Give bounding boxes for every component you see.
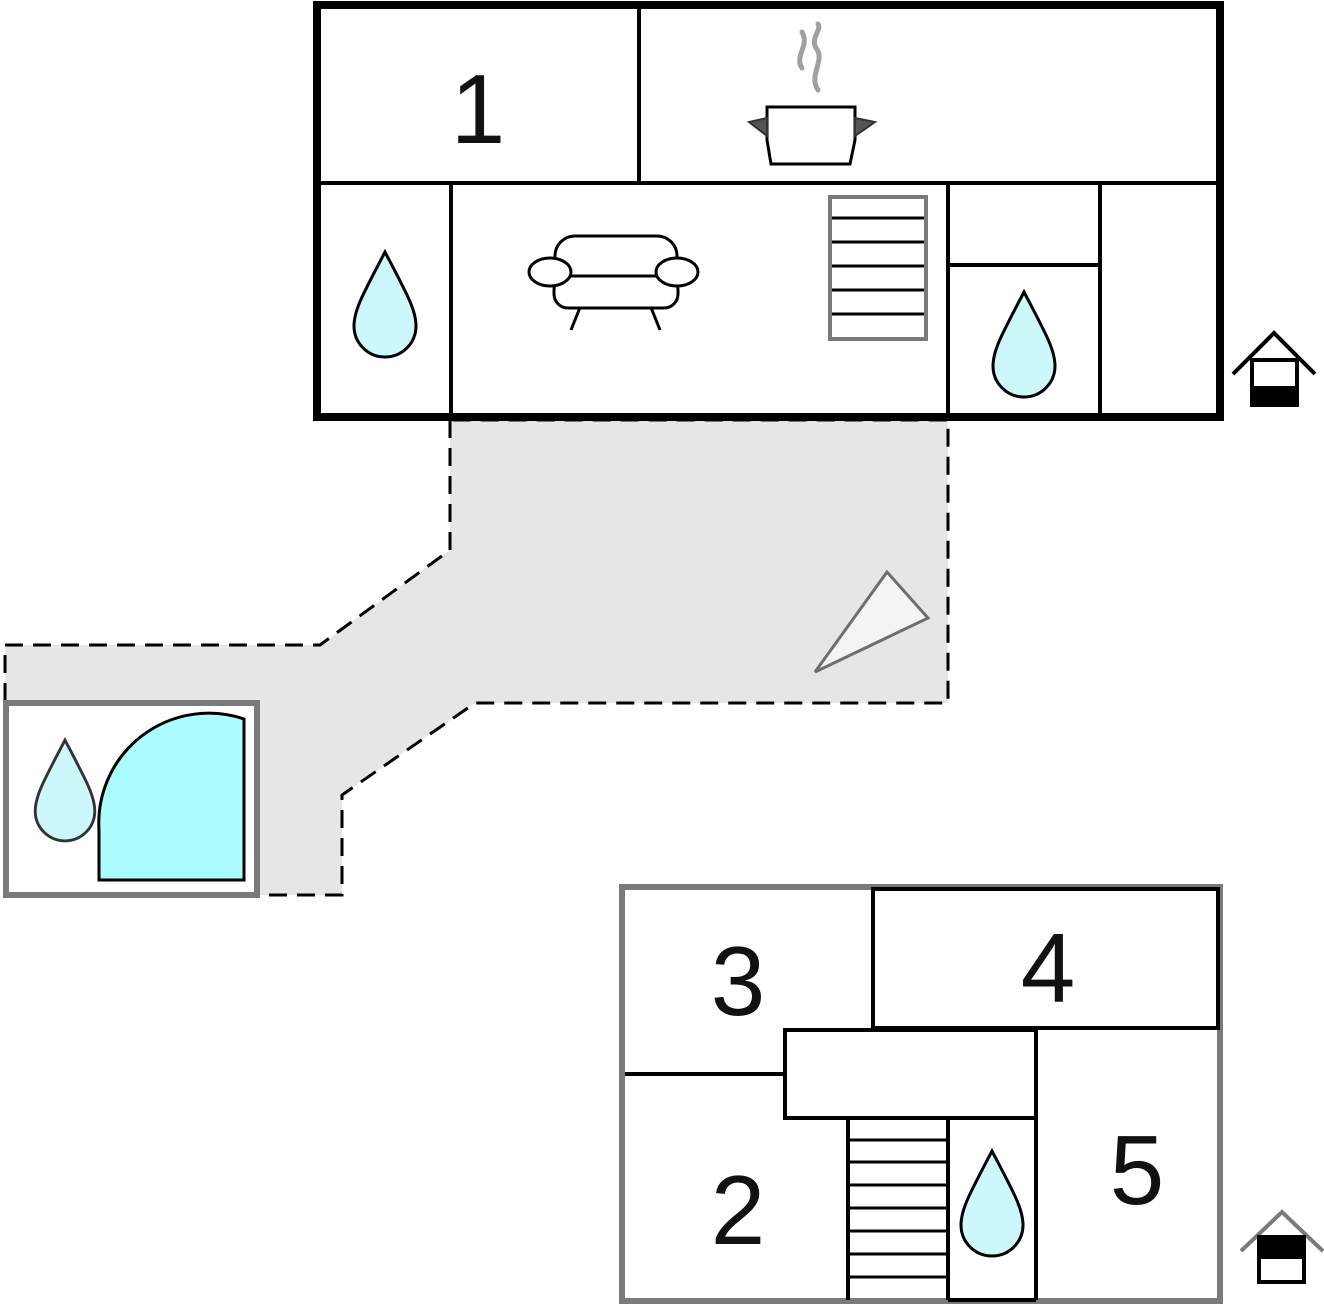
kitchen-pot-icon	[746, 21, 878, 166]
room-number-3: 3	[711, 926, 766, 1036]
room-number-4: 4	[1021, 913, 1076, 1023]
room-number-5: 5	[1110, 1115, 1165, 1225]
stairs-icon	[828, 195, 928, 341]
annex-bathroom	[3, 700, 260, 898]
ground-floor: 1	[313, 1, 1224, 421]
shower-icon	[97, 711, 246, 882]
upper-floor: 3 4 2 5	[619, 884, 1223, 1304]
house-ground-floor-icon	[1231, 330, 1317, 407]
room-number-1: 1	[451, 54, 506, 164]
stairs-icon	[846, 1118, 950, 1300]
room-number-2: 2	[711, 1155, 766, 1265]
sofa-icon	[527, 234, 700, 331]
terrace-parasol-icon	[813, 569, 931, 674]
house-upper-floor-icon	[1239, 1209, 1324, 1284]
